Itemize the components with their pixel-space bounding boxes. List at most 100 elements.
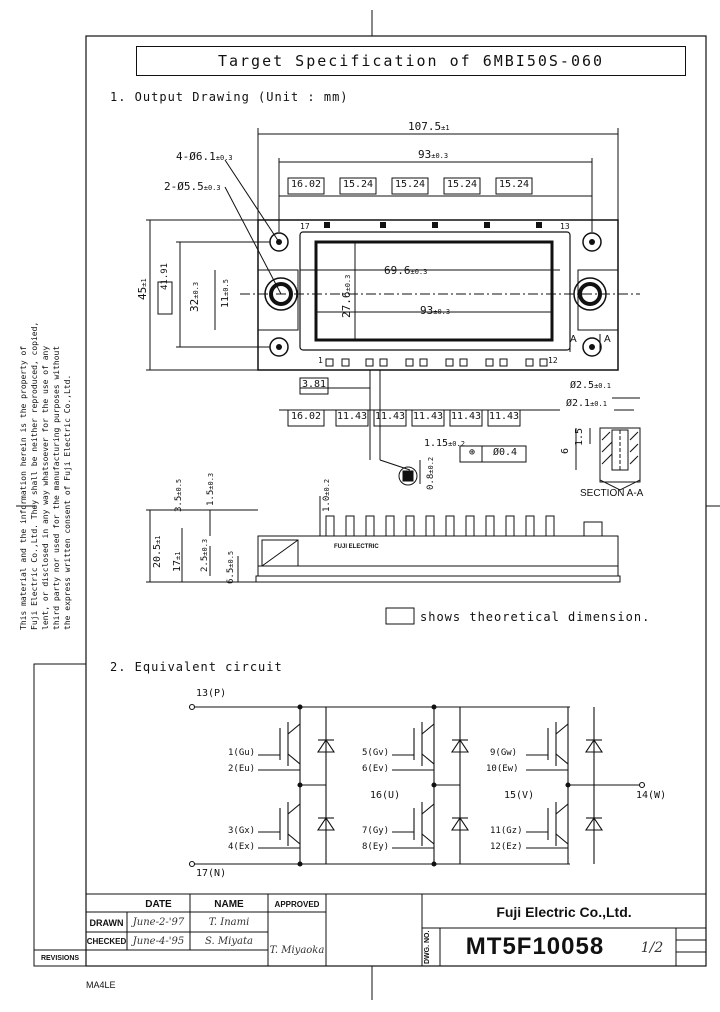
top-box-4: 15.24 xyxy=(446,179,478,190)
gate-label-ex: 4(Ex) xyxy=(228,842,256,852)
side-dim-35-tol: ±0.5 xyxy=(175,478,183,496)
terminal-v: 15(V) xyxy=(504,790,535,801)
terminal-w: 14(W) xyxy=(636,790,667,801)
gate-label-gw: 9(Gw) xyxy=(490,748,518,758)
bottom-box-1: 16.02 xyxy=(290,411,322,422)
gate-label-gv: 5(Gv) xyxy=(362,748,390,758)
dim-overall-width: 107.5 xyxy=(408,120,442,133)
tol-frame-symbol: ⊕ xyxy=(468,447,476,458)
dim-d25-tol: ±0.1 xyxy=(594,382,611,390)
dim-pin-pitch-tol: ±0.2 xyxy=(448,440,465,448)
side-view xyxy=(146,496,621,583)
section-output-drawing-heading: 1. Output Drawing (Unit : mm) xyxy=(110,90,349,104)
dim-holes4-tol: ±0.3 xyxy=(215,154,233,162)
footer-code: MA4LE xyxy=(86,980,116,990)
bottom-box-5: 11.43 xyxy=(450,411,482,422)
side-dim-35: 3.5 xyxy=(174,495,184,512)
tb-checked-date: June-4-'95 xyxy=(132,936,185,947)
top-box-2: 15.24 xyxy=(342,179,374,190)
gate-label-eu: 2(Eu) xyxy=(228,764,256,774)
top-box-1: 16.02 xyxy=(290,179,322,190)
dim-height45-tol: ±1 xyxy=(140,278,148,287)
gate-label-gx: 3(Gx) xyxy=(228,826,256,836)
dim-d21: Ø2.1 xyxy=(566,398,591,409)
dim-d21-tol: ±0.1 xyxy=(590,400,607,408)
top-box-5: 15.24 xyxy=(498,179,530,190)
top-box-3: 15.24 xyxy=(394,179,426,190)
dim-h32: 32 xyxy=(188,298,201,312)
page-title: Target Specification of 6MBI50S-060 xyxy=(136,46,686,76)
dim-holes2-tol: ±0.3 xyxy=(203,184,221,192)
bottom-box-6: 11.43 xyxy=(488,411,520,422)
top-view xyxy=(240,219,640,371)
tb-name-header: NAME xyxy=(214,898,244,910)
tb-date-header: DATE xyxy=(145,898,172,910)
dim-inner-width: 69.6 xyxy=(384,264,411,277)
section-equivalent-circuit-heading: 2. Equivalent circuit xyxy=(110,660,283,674)
tol-frame-value: Ø0.4 xyxy=(492,447,518,458)
dim-h11: 11 xyxy=(220,295,231,308)
tb-revisions-label: REVISIONS xyxy=(40,954,80,962)
dim-holes4: 4-Ø6.1 xyxy=(176,150,216,163)
side-dim-10: 1.0 xyxy=(322,495,332,512)
gate-label-gy: 7(Gy) xyxy=(362,826,390,836)
section-a-a-detail xyxy=(575,397,641,491)
drawing-number: MT5F10058 xyxy=(465,933,605,960)
side-dim-25-tol: ±0.3 xyxy=(201,538,209,556)
bottom-box-3: 11.43 xyxy=(374,411,406,422)
pin-label-17: 17 xyxy=(300,222,310,231)
tb-drawn-date: June-2-'97 xyxy=(132,917,185,928)
bottom-box-4: 11.43 xyxy=(412,411,444,422)
side-dim-17-tol: ±1 xyxy=(174,551,182,560)
dim-inner-width-tol: ±0.3 xyxy=(410,268,428,276)
gate-label-ev: 6(Ev) xyxy=(362,764,390,774)
dim-pin-08: 0.8 xyxy=(426,473,436,490)
dim-bottom93: 93 xyxy=(420,304,434,317)
pin-label-13: 13 xyxy=(560,222,570,231)
tb-drawn-label: DRAWN xyxy=(89,917,124,928)
gate-label-ez: 12(Ez) xyxy=(490,842,523,852)
side-dim-15: 1.5 xyxy=(206,489,216,506)
dim-inner-height-tol: ±0.3 xyxy=(344,274,352,292)
side-dim-205: 20.5 xyxy=(152,543,163,568)
tb-drawn-name: T. Inami xyxy=(208,917,250,928)
dim-hole-pitch-tol: ±0.3 xyxy=(431,152,449,160)
dim-h32-tol: ±0.3 xyxy=(192,281,200,299)
brand-mark: FUJI ELECTRIC xyxy=(334,544,379,550)
section-marker-a-right: A xyxy=(604,334,611,345)
dim-holes2: 2-Ø5.5 xyxy=(164,180,204,193)
gate-label-gz: 11(Gz) xyxy=(490,826,523,836)
dim-pin-pitch: 1.15 xyxy=(424,438,449,449)
dim-15: 1.5 xyxy=(574,427,585,446)
dim-overall-width-tol: ±1 xyxy=(441,124,450,132)
terminal-n: 17(N) xyxy=(196,868,227,879)
dim-h11-tol: ±0.5 xyxy=(222,279,230,296)
title-block-frame xyxy=(85,893,707,967)
dim-box-381: 3.81 xyxy=(301,379,327,390)
bottom-box-2: 11.43 xyxy=(336,411,368,422)
section-marker-a-left: A xyxy=(570,334,577,345)
pin-label-12: 12 xyxy=(548,356,558,365)
dim-inner-height: 27.6 xyxy=(340,291,353,319)
dim-hole-pitch: 93 xyxy=(418,148,432,161)
dim-pin-08-tol: ±0.2 xyxy=(427,456,435,474)
gate-label-ew: 10(Ew) xyxy=(486,764,519,774)
side-dim-10-tol: ±0.2 xyxy=(323,478,331,496)
dim-bottom93-tol: ±0.3 xyxy=(433,308,451,316)
dim-height45: 45 xyxy=(136,286,149,300)
dim-box-419: 41.91 xyxy=(160,262,170,290)
pin-label-1: 1 xyxy=(318,356,323,365)
side-dim-205-tol: ±1 xyxy=(154,535,162,544)
side-dim-65-tol: ±0.5 xyxy=(227,550,235,568)
side-dim-65: 6.5 xyxy=(226,567,236,584)
section-label: SECTION A-A xyxy=(580,488,644,499)
sheet-number: 1/2 xyxy=(640,940,664,956)
dim-d25: Ø2.5 xyxy=(570,380,595,391)
tb-dwg-no-label: DWG. NO. xyxy=(424,930,431,964)
company-name: Fuji Electric Co.,Ltd. xyxy=(496,904,632,920)
tb-checked-label: CHECKED xyxy=(86,937,127,946)
side-dim-25: 2.5 xyxy=(200,555,210,572)
side-dim-15-tol: ±0.3 xyxy=(207,472,215,490)
